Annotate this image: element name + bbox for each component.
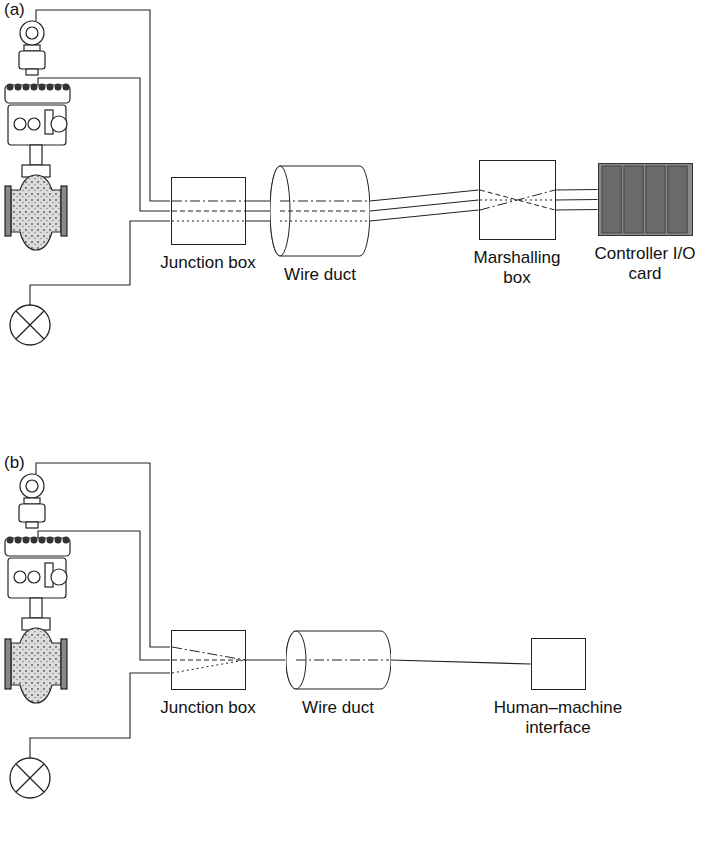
node-label: Junction box [160,253,255,273]
io-card-shape [598,163,693,236]
panel-label: (a) [4,0,25,20]
devices-b [5,474,70,798]
node-label: Controller I/O card [592,244,698,283]
internal-wire [172,660,245,673]
internal-wire [172,211,245,212]
field-wires [30,10,170,758]
field-wire [30,221,170,305]
hmi-box: Human–machine interface [490,638,626,737]
junction-box: Junction box [153,177,263,273]
wire-duct: Wire duct [265,165,375,285]
hmi-box-outline [531,638,586,690]
internal-wire [172,660,245,661]
hmi-box-border [531,639,585,690]
field-wire [30,673,170,758]
hmi-box-shape [531,638,586,690]
marshalling-box-outline [479,160,556,240]
wire-duct-shape [270,165,370,257]
wire-duct: Wire duct [283,630,393,718]
wire-duct-shape [286,630,391,690]
duct-body [270,166,370,256]
cable-connector [246,659,286,660]
wire-duct-outline [286,630,391,690]
card-slot [623,166,642,233]
cross-wire [480,190,555,210]
node-label: Wire duct [284,265,356,285]
junction-box-border [171,178,245,245]
card-slot [645,166,664,233]
field-wire [36,463,170,647]
caption-wrap: Wire duct [265,265,375,285]
field-wire [38,531,170,660]
field-wire [38,78,170,211]
card-slot [602,166,621,233]
caption-wrap: Wire duct [283,698,393,718]
internal-wire [172,201,245,202]
junction-box: Junction box [153,630,263,718]
field-wire [36,10,170,201]
caption-wrap: Controller I/O card [592,244,698,283]
caption-wrap: Marshalling box [464,248,570,287]
node-label: Junction box [160,698,255,718]
cable-connector [556,190,598,211]
internal-wire [172,647,245,660]
internal-wire [280,201,368,202]
marshalling-box-border [479,161,555,240]
internal-wire [296,660,389,661]
internal-wire [280,221,368,222]
caption-wrap: Junction box [153,698,263,718]
node-label: Human–machine interface [490,698,626,737]
devices-a [5,21,70,345]
io-card-outline [598,163,693,236]
card-rack [598,164,692,236]
marshalling-box: Marshalling box [464,160,570,287]
io-card: Controller I/O card [592,163,698,283]
cross-wire [480,190,555,210]
node-label: Marshalling box [464,248,570,287]
wire-duct-outline [270,165,370,257]
card-slot [667,166,686,233]
junction-box-border [171,631,245,690]
junction-box-shape [171,177,246,245]
junction-box-outline [171,630,246,690]
caption-wrap: Human–machine interface [490,698,626,737]
cable-connector [370,190,479,221]
caption-wrap: Junction box [153,253,263,273]
internal-wire [280,211,368,212]
cable-connector [391,660,531,664]
duct-body [286,631,391,689]
node-label: Wire duct [302,698,374,718]
internal-wire [172,221,245,222]
panel-label: (b) [4,453,25,473]
marshalling-box-shape [479,160,556,240]
junction-box-shape [171,630,246,690]
cable-connector [246,201,271,221]
junction-box-outline [171,177,246,245]
